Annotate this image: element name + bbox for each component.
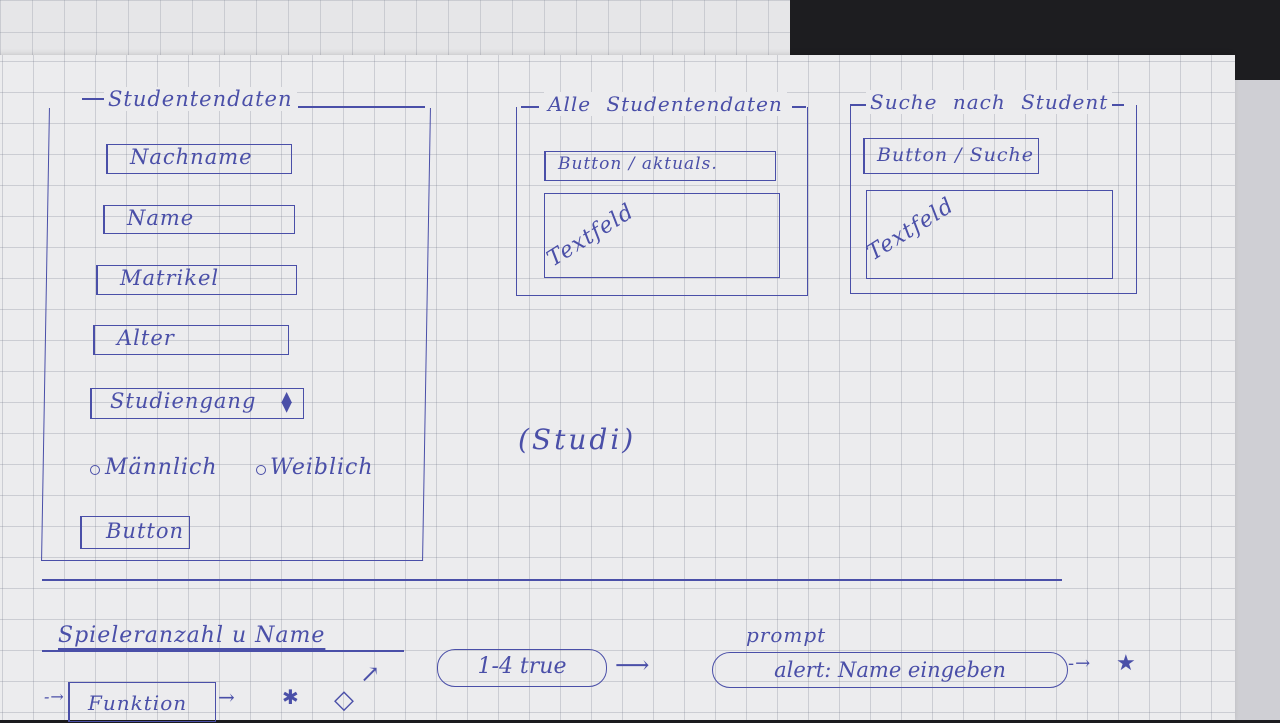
search-textfield[interactable] [866, 190, 1113, 279]
section-divider [42, 579, 1062, 581]
radio-circle-icon [256, 464, 266, 475]
nachname-field[interactable]: Nachname [106, 144, 292, 174]
center-note: (Studi) [518, 423, 637, 456]
bottom-heading: Spieleranzahl u Name [58, 623, 326, 648]
range-check-label: 1-4 true [477, 654, 567, 679]
sketch-paper: Studentendaten Nachname Name Matrikel Al… [0, 55, 1235, 722]
name-field[interactable]: Name [103, 205, 295, 234]
heading-underline [42, 650, 404, 652]
function-label: Funktion [88, 691, 188, 715]
prompt-label: prompt [746, 623, 827, 647]
alert-pill: alert: Name eingeben [712, 652, 1068, 688]
function-box: Funktion [68, 682, 216, 722]
panel-top-border-left [521, 106, 539, 108]
flow-arrow-icon: → [218, 685, 236, 709]
range-check-pill: 1-4 true [437, 649, 607, 687]
decision-diamond-icon: ◇ [334, 685, 355, 715]
radio-male-label: Männlich [105, 455, 218, 480]
alter-field[interactable]: Alter [93, 325, 289, 355]
alert-label: alert: Name eingeben [774, 658, 1006, 682]
studiengang-label: Studiengang [110, 389, 257, 413]
refresh-button[interactable]: Button / aktuals. [544, 151, 776, 181]
flow-arrow-in: -→ [44, 687, 65, 706]
panel-top-border-right [792, 106, 806, 108]
all-students-textfield[interactable] [544, 193, 780, 278]
radio-female-label: Weiblich [270, 455, 374, 480]
submit-button[interactable]: Button [80, 516, 190, 549]
search-button-label: Button / Suche [877, 144, 1035, 166]
alter-label: Alter [117, 326, 175, 350]
submit-button-label: Button [106, 519, 185, 543]
spinner-arrows-icon: ▲▼ [281, 389, 293, 415]
asterisk-star-icon: ★ [1116, 651, 1137, 676]
nachname-label: Nachname [130, 145, 253, 169]
all-students-title: Alle Studentendaten [544, 92, 787, 116]
studiengang-select[interactable]: Studiengang ▲▼ [90, 388, 304, 419]
all-students-panel [516, 107, 808, 296]
student-form-title: Studentendaten [104, 87, 297, 111]
radio-female[interactable]: Weiblich [256, 455, 374, 480]
matrikel-field[interactable]: Matrikel [96, 265, 297, 295]
diagonal-arrow-icon: ↗ [360, 660, 382, 688]
search-button[interactable]: Button / Suche [863, 138, 1039, 174]
refresh-button-label: Button / aktuals. [558, 154, 718, 174]
star-icon: ✱ [282, 685, 300, 709]
flow-arrow-icon: -→ [1068, 653, 1092, 674]
search-panel-title: Suche nach Student [866, 90, 1113, 114]
matrikel-label: Matrikel [120, 266, 220, 290]
flow-arrow-icon: ⟶ [615, 651, 651, 679]
panel-top-border-left [850, 104, 866, 106]
panel-top-border-right [1112, 104, 1124, 106]
name-label: Name [127, 206, 195, 230]
radio-circle-icon [90, 464, 100, 475]
radio-male[interactable]: Männlich [90, 455, 218, 480]
panel-top-border-left [82, 98, 106, 100]
panel-top-border-right [298, 106, 425, 108]
search-panel [850, 105, 1137, 294]
